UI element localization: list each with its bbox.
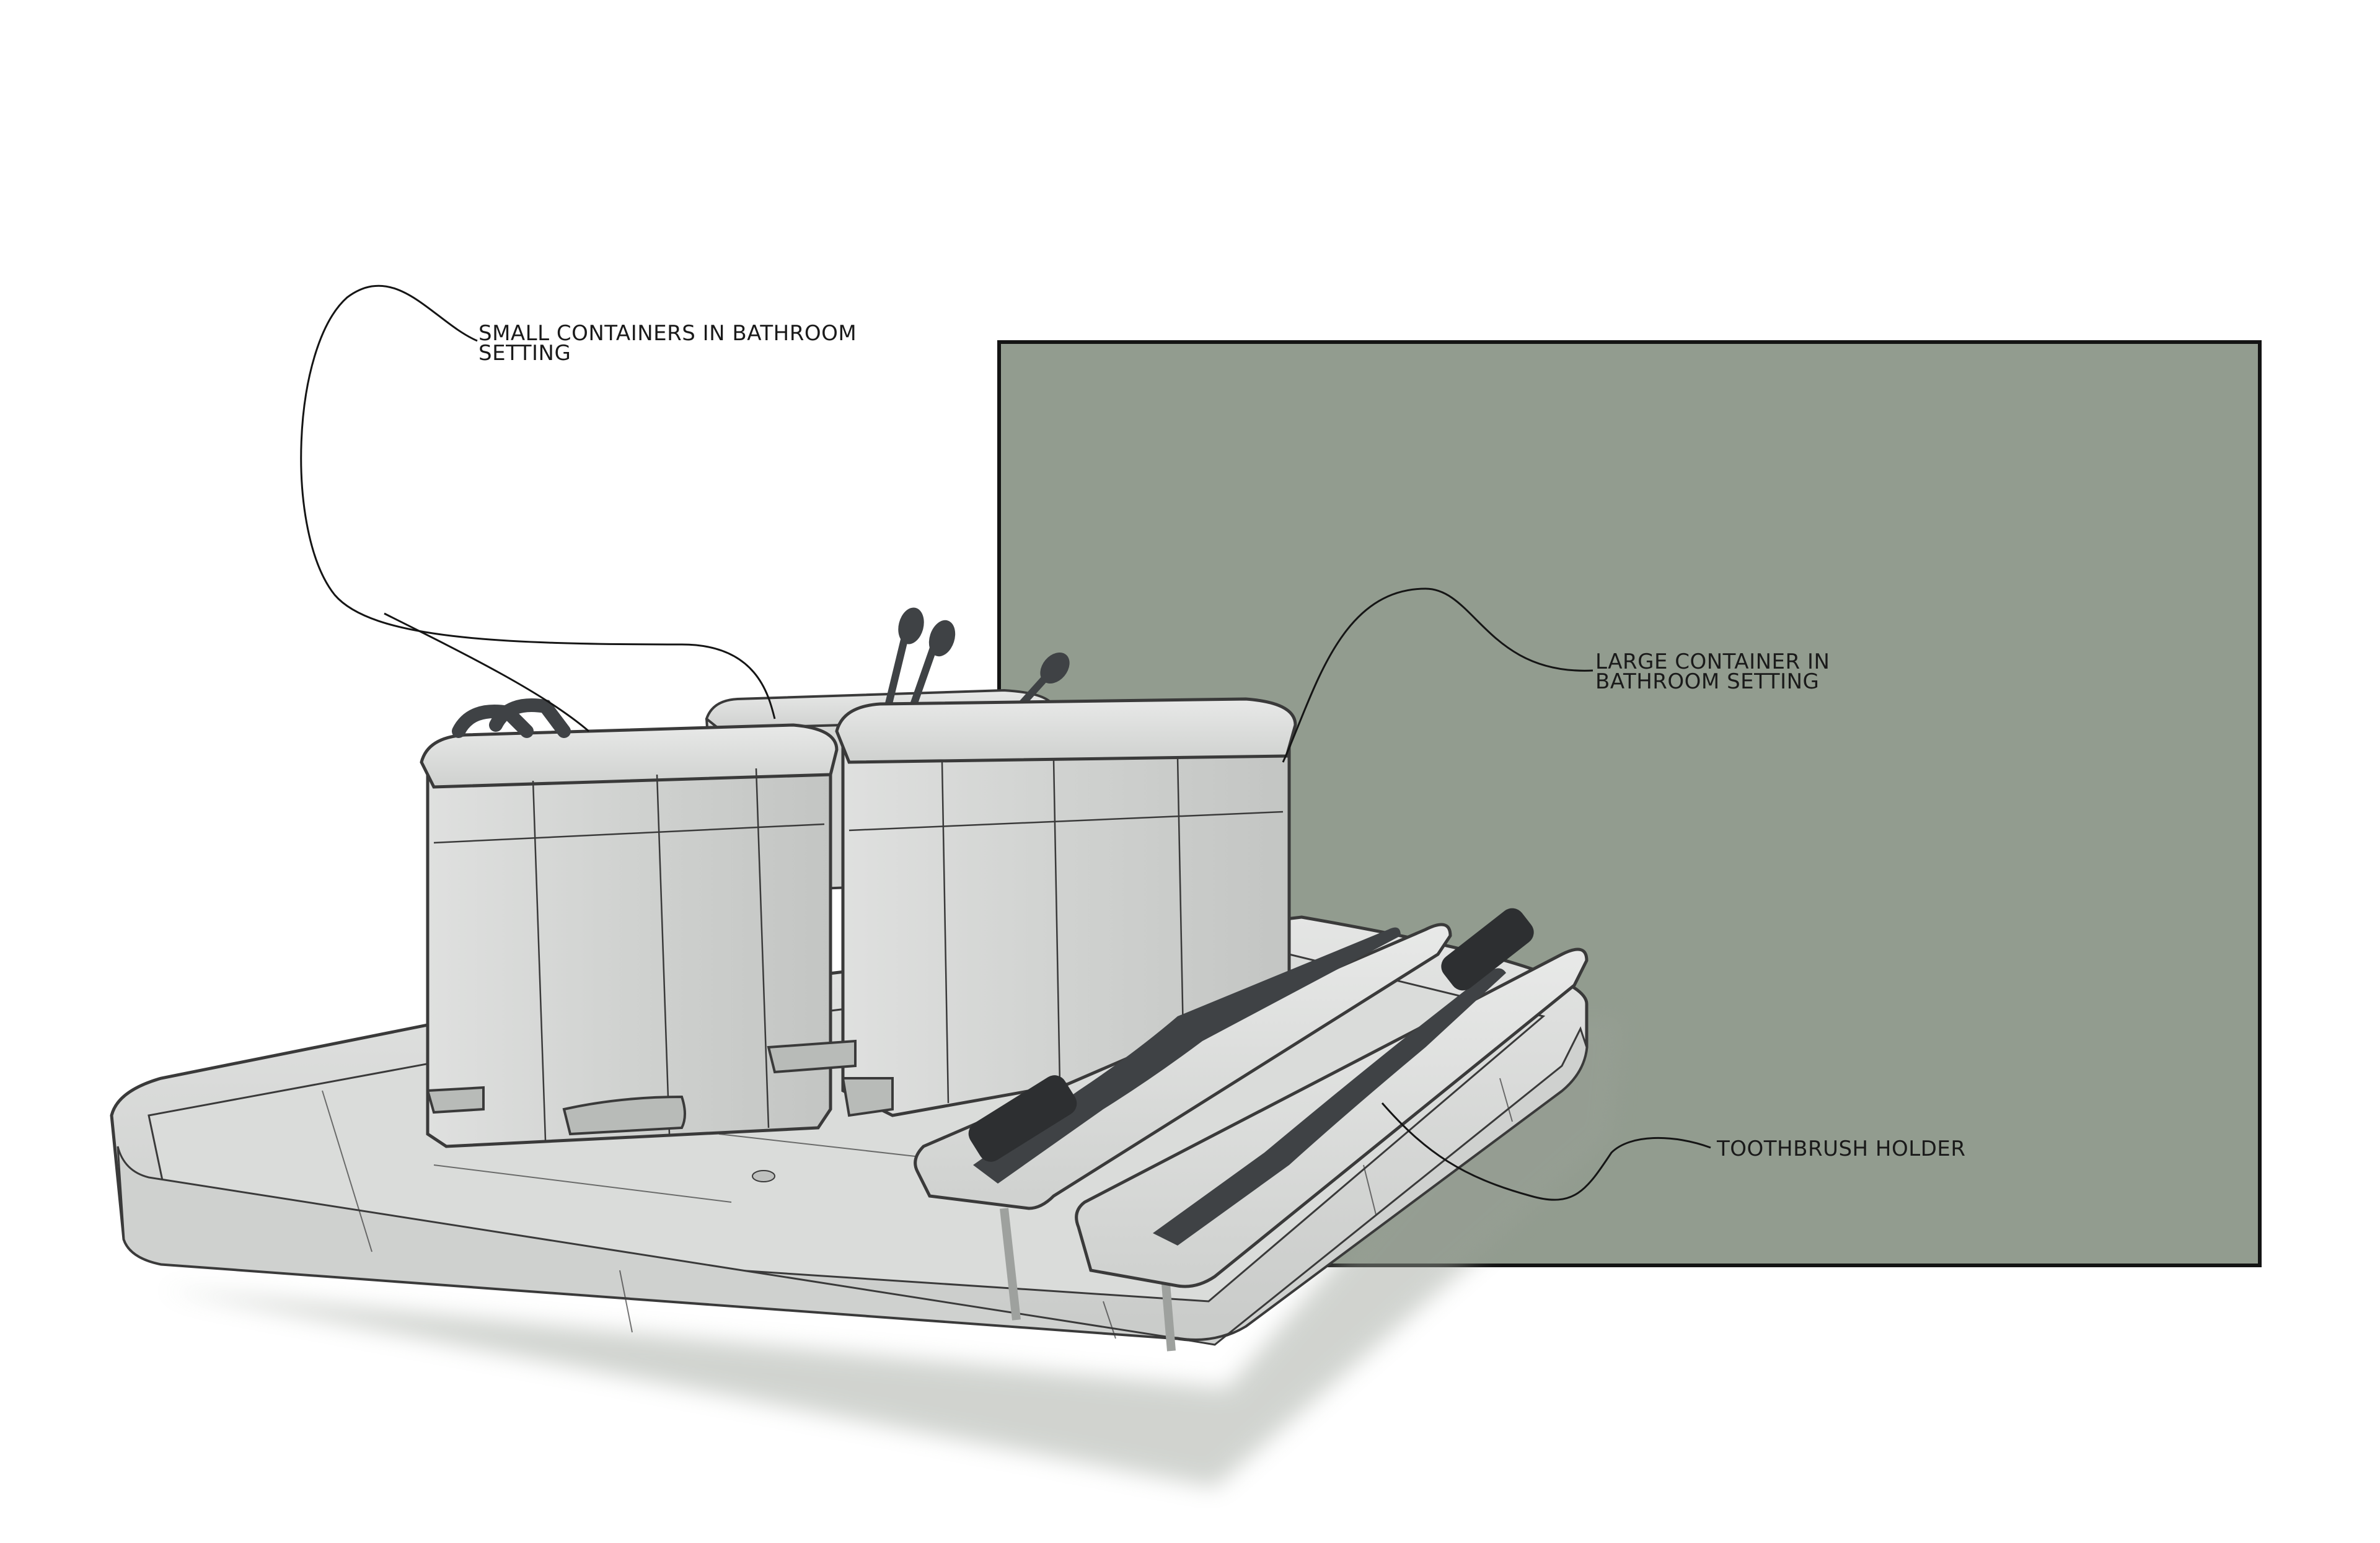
leader-small-containers-2	[384, 612, 589, 732]
leader-large-container	[1282, 587, 1593, 763]
callout-large-container-line2: BATHROOM SETTING	[1595, 669, 1820, 694]
toothbrush-2	[1153, 968, 1506, 1246]
callout-large-container-line1: LARGE CONTAINER IN	[1595, 649, 1830, 674]
leader-toothbrush-holder	[1381, 1102, 1711, 1201]
callout-large-container: LARGE CONTAINER IN BATHROOM SETTING	[1595, 649, 1830, 694]
large-container	[767, 697, 1297, 1117]
callout-toothbrush-holder: TOOTHBRUSH HOLDER	[1717, 1136, 1966, 1161]
leader-small-containers	[300, 284, 776, 719]
small-container-left	[420, 698, 839, 1148]
leader-lines	[300, 284, 1711, 1201]
toothbrush-1	[973, 927, 1401, 1184]
callout-small-containers-line1: SMALL CONTAINERS IN BATHROOM	[478, 321, 857, 346]
tray-shadow	[161, 1016, 1624, 1487]
callout-small-containers-line2: SETTING	[478, 341, 571, 366]
callout-small-containers: SMALL CONTAINERS IN BATHROOM SETTING	[478, 321, 857, 366]
toothbrush-holder	[914, 908, 1589, 1352]
callout-toothbrush-holder-line1: TOOTHBRUSH HOLDER	[1717, 1136, 1966, 1161]
